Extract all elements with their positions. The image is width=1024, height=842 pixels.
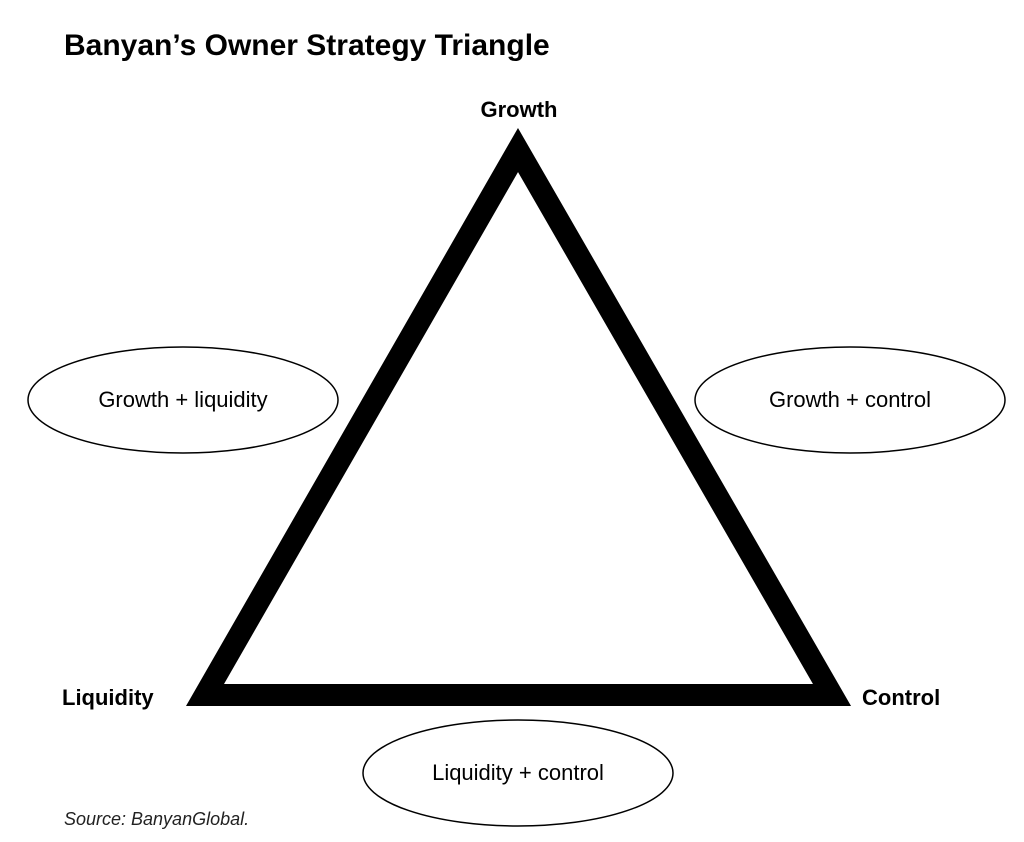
strategy-triangle [185,127,852,706]
ellipse-growth-control [694,346,1006,454]
vertex-label-control: Control [862,685,941,710]
label-growth-liquidity: Growth + liquidity [98,387,268,412]
label-liquidity-control: Liquidity + control [432,760,604,785]
label-growth-control: Growth + control [768,387,931,412]
vertex-label-growth: Growth [480,97,558,122]
diagram-title: Banyan’s Owner Strategy Triangle [64,29,550,62]
ellipse-growth-liquidity [27,346,339,454]
vertex-label-liquidity: Liquidity [62,685,154,710]
source-note: Source: BanyanGlobal. [64,809,250,829]
ellipse-liquidity-control [362,719,674,827]
